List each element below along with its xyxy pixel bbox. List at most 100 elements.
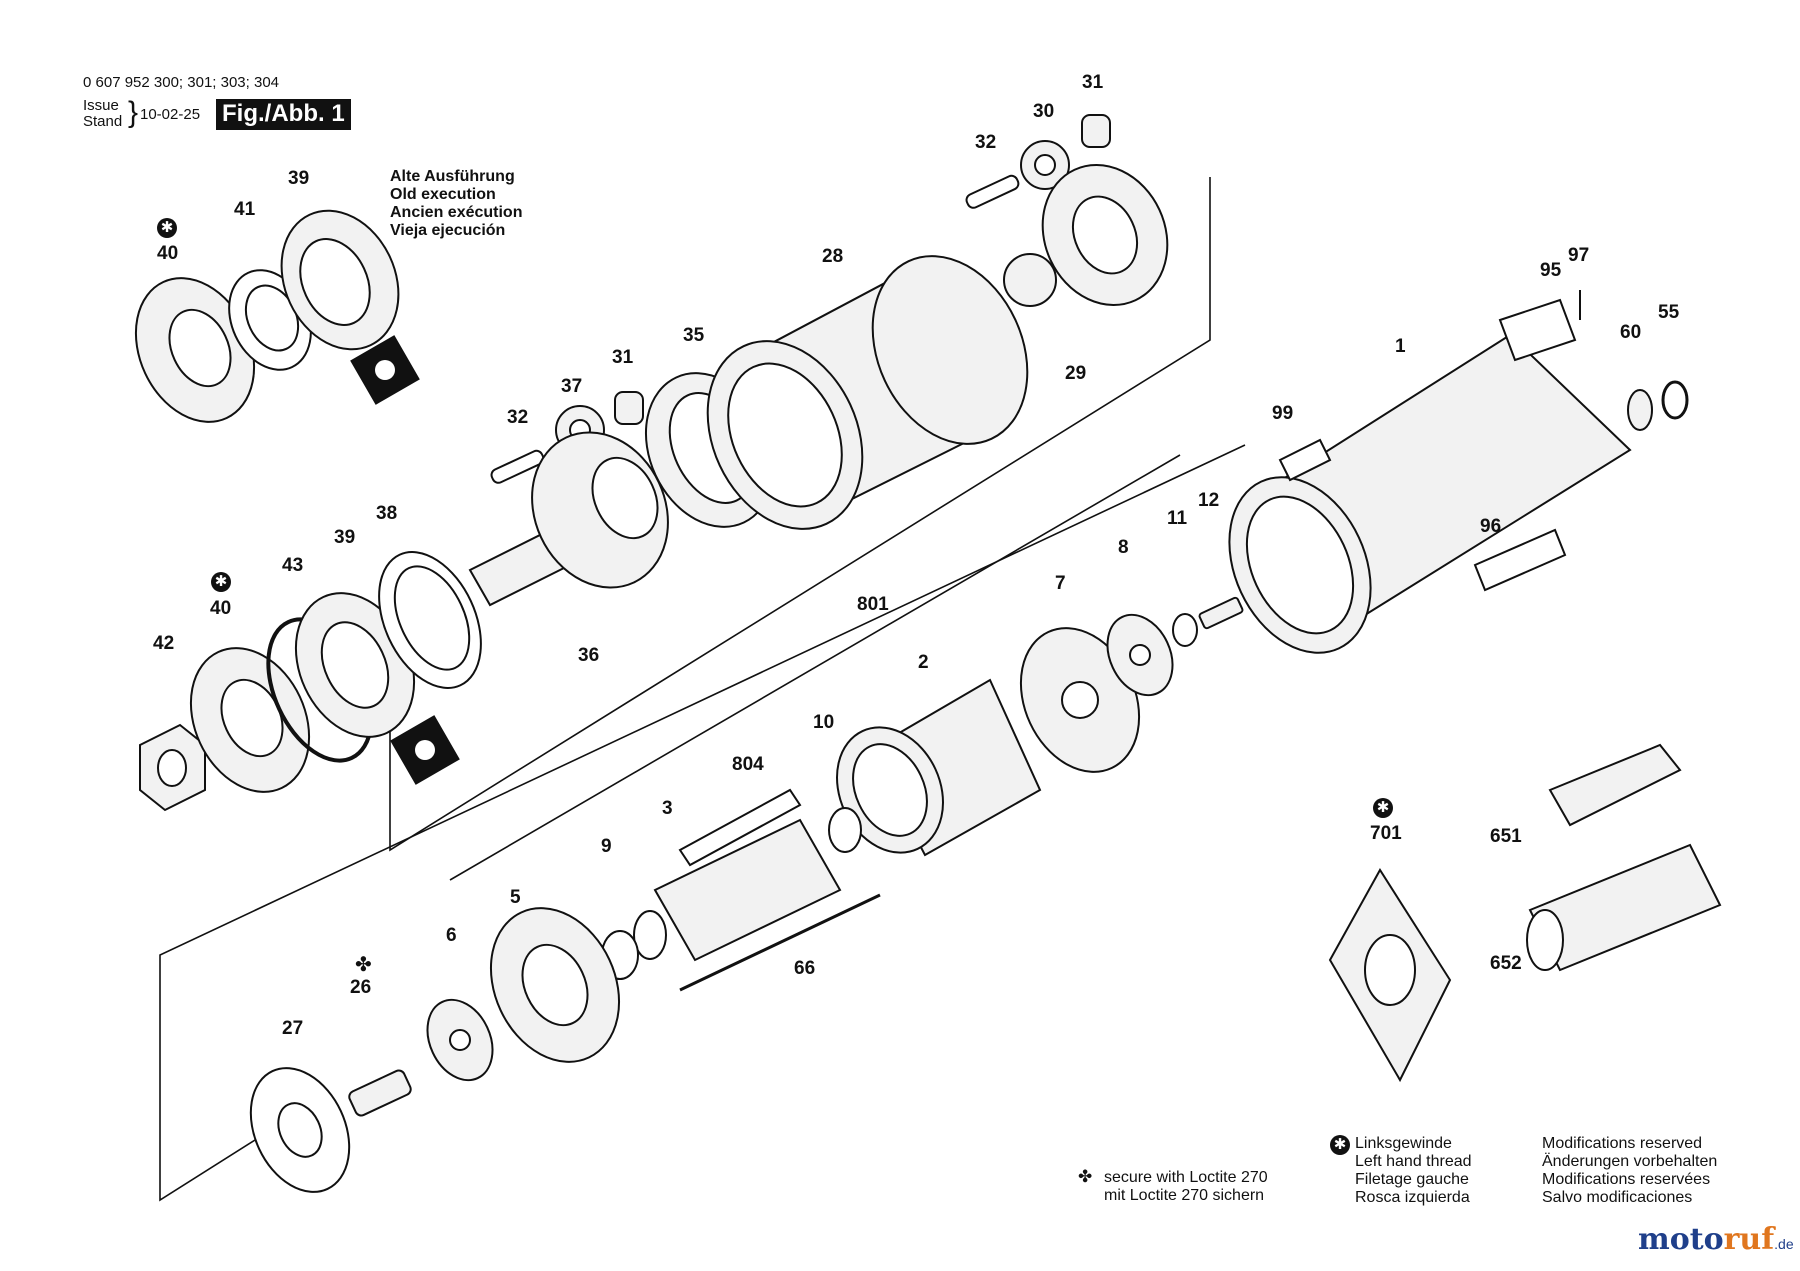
modifications-de: Änderungen vorbehalten bbox=[1542, 1153, 1718, 1170]
left-hand-es: Rosca izquierda bbox=[1355, 1189, 1470, 1206]
brace: } bbox=[128, 96, 139, 129]
part-label-11: 11 bbox=[1167, 508, 1188, 529]
part-652-silencer bbox=[1526, 843, 1722, 972]
part-label-6: 6 bbox=[446, 925, 457, 946]
logo-part-a: moto bbox=[1638, 1222, 1724, 1257]
part-label-29: 29 bbox=[1065, 363, 1087, 384]
part-label-43: 43 bbox=[282, 555, 304, 576]
part-label-39-top: 39 bbox=[288, 168, 310, 189]
part-31-gear-small bbox=[614, 391, 644, 425]
part-32-pin-top bbox=[965, 174, 1020, 209]
part-36-spindle bbox=[468, 431, 669, 607]
part-27-disc bbox=[249, 1067, 351, 1193]
part-label-31-top: 31 bbox=[1082, 72, 1104, 93]
part-label-32-mid: 32 bbox=[507, 407, 529, 428]
part-label-38: 38 bbox=[376, 503, 398, 524]
old-execution-en: Old execution bbox=[390, 186, 496, 203]
part-label-97: 97 bbox=[1568, 245, 1590, 266]
part-label-96: 96 bbox=[1480, 516, 1502, 537]
club-icon: ✤ bbox=[355, 954, 372, 976]
part-label-651: 651 bbox=[1490, 826, 1522, 847]
part-8-bearing bbox=[1106, 613, 1174, 697]
part-60-filter bbox=[1627, 389, 1653, 431]
part-32-pin-left bbox=[490, 449, 545, 484]
part-label-3: 3 bbox=[662, 798, 673, 819]
star-icon: ✱ bbox=[1373, 798, 1393, 818]
part-label-41: 41 bbox=[234, 199, 256, 220]
star-icon: ✱ bbox=[157, 218, 177, 238]
old-execution-es: Vieja ejecución bbox=[390, 222, 506, 239]
assembly-outline bbox=[159, 177, 1246, 1202]
part-66-pin bbox=[679, 893, 881, 992]
modifications-es: Salvo modificaciones bbox=[1542, 1189, 1693, 1206]
part-label-39-mid: 39 bbox=[334, 527, 356, 548]
part-11-washer bbox=[1172, 613, 1198, 647]
part-39-bearing-top bbox=[280, 209, 420, 405]
issue-label: Issue bbox=[83, 97, 119, 114]
part-95-plate bbox=[1498, 298, 1577, 362]
part-31-gear-top bbox=[1081, 114, 1111, 148]
part-651-hose-nipple bbox=[1548, 743, 1682, 827]
part-3-rotor bbox=[633, 818, 842, 962]
part-38-ring bbox=[378, 551, 482, 689]
part-6-bearing bbox=[426, 998, 494, 1082]
left-hand-fr: Filetage gauche bbox=[1355, 1171, 1469, 1188]
part-701-flange bbox=[1328, 868, 1452, 1083]
part-label-60: 60 bbox=[1620, 322, 1642, 343]
old-execution-note: Alte Ausführung Old execution Ancien exé… bbox=[390, 168, 522, 240]
part-label-804: 804 bbox=[732, 754, 764, 775]
issue-date: 10-02-25 bbox=[140, 106, 201, 123]
part-label-36: 36 bbox=[578, 645, 600, 666]
part-label-66: 66 bbox=[794, 958, 816, 979]
loctite-legend: secure with Loctite 270 mit Loctite 270 … bbox=[1104, 1169, 1268, 1205]
loctite-en: secure with Loctite 270 bbox=[1104, 1169, 1268, 1186]
part-804-vane bbox=[678, 788, 802, 867]
left-hand-thread-legend: Linksgewinde Left hand thread Filetage g… bbox=[1355, 1135, 1472, 1207]
motoruf-logo: motoruf.de bbox=[1638, 1222, 1794, 1257]
part-label-35: 35 bbox=[683, 325, 705, 346]
part-label-27: 27 bbox=[282, 1018, 304, 1039]
part-1-housing bbox=[1228, 333, 1632, 654]
figure-label: Fig./Abb. 1 bbox=[216, 99, 351, 130]
club-icon: ✤ bbox=[1078, 1167, 1093, 1186]
part-99-label bbox=[1278, 438, 1332, 482]
left-hand-de: Linksgewinde bbox=[1355, 1135, 1452, 1152]
part-12-screw bbox=[1198, 596, 1244, 630]
part-40-nut-bottom bbox=[189, 647, 311, 793]
part-55-o-ring bbox=[1661, 380, 1689, 420]
part-label-9: 9 bbox=[601, 836, 612, 857]
part-label-10: 10 bbox=[813, 712, 835, 733]
part-26-pinion bbox=[348, 1069, 412, 1117]
loctite-de: mit Loctite 270 sichern bbox=[1104, 1187, 1265, 1204]
part-label-37: 37 bbox=[561, 376, 583, 397]
part-29-planet-carrier bbox=[1003, 163, 1169, 307]
part-10-washer bbox=[828, 807, 862, 853]
left-hand-en: Left hand thread bbox=[1355, 1153, 1472, 1170]
old-execution-de: Alte Ausführung bbox=[390, 168, 515, 185]
part-label-701: 701 bbox=[1370, 823, 1402, 844]
star-icon: ✱ bbox=[211, 572, 231, 592]
part-2-cylinder bbox=[836, 678, 1042, 857]
stand-label: Stand bbox=[83, 113, 123, 130]
part-label-7: 7 bbox=[1055, 573, 1066, 594]
part-label-28: 28 bbox=[822, 246, 844, 267]
modifications-en: Modifications reserved bbox=[1542, 1135, 1703, 1152]
part-label-12: 12 bbox=[1198, 490, 1220, 511]
modifications-fr: Modifications reservées bbox=[1542, 1171, 1711, 1188]
part-label-99: 99 bbox=[1272, 403, 1294, 424]
part-label-31-mid: 31 bbox=[612, 347, 634, 368]
part-label-801: 801 bbox=[857, 594, 889, 615]
part-label-26: 26 bbox=[350, 977, 372, 998]
part-96-label bbox=[1473, 528, 1567, 592]
part-label-5: 5 bbox=[510, 887, 521, 908]
modifications-legend: Modifications reserved Änderungen vorbeh… bbox=[1542, 1135, 1717, 1207]
part-numbers: 0 607 952 300; 301; 303; 304 bbox=[83, 74, 280, 91]
part-label-42: 42 bbox=[153, 633, 175, 654]
part-label-40-top: 40 bbox=[157, 243, 179, 264]
part-label-30: 30 bbox=[1033, 101, 1055, 122]
part-label-40-mid: 40 bbox=[210, 598, 232, 619]
logo-part-b: ruf bbox=[1723, 1222, 1775, 1257]
logo-suffix: .de bbox=[1774, 1236, 1794, 1252]
old-execution-fr: Ancien exécution bbox=[390, 204, 523, 221]
